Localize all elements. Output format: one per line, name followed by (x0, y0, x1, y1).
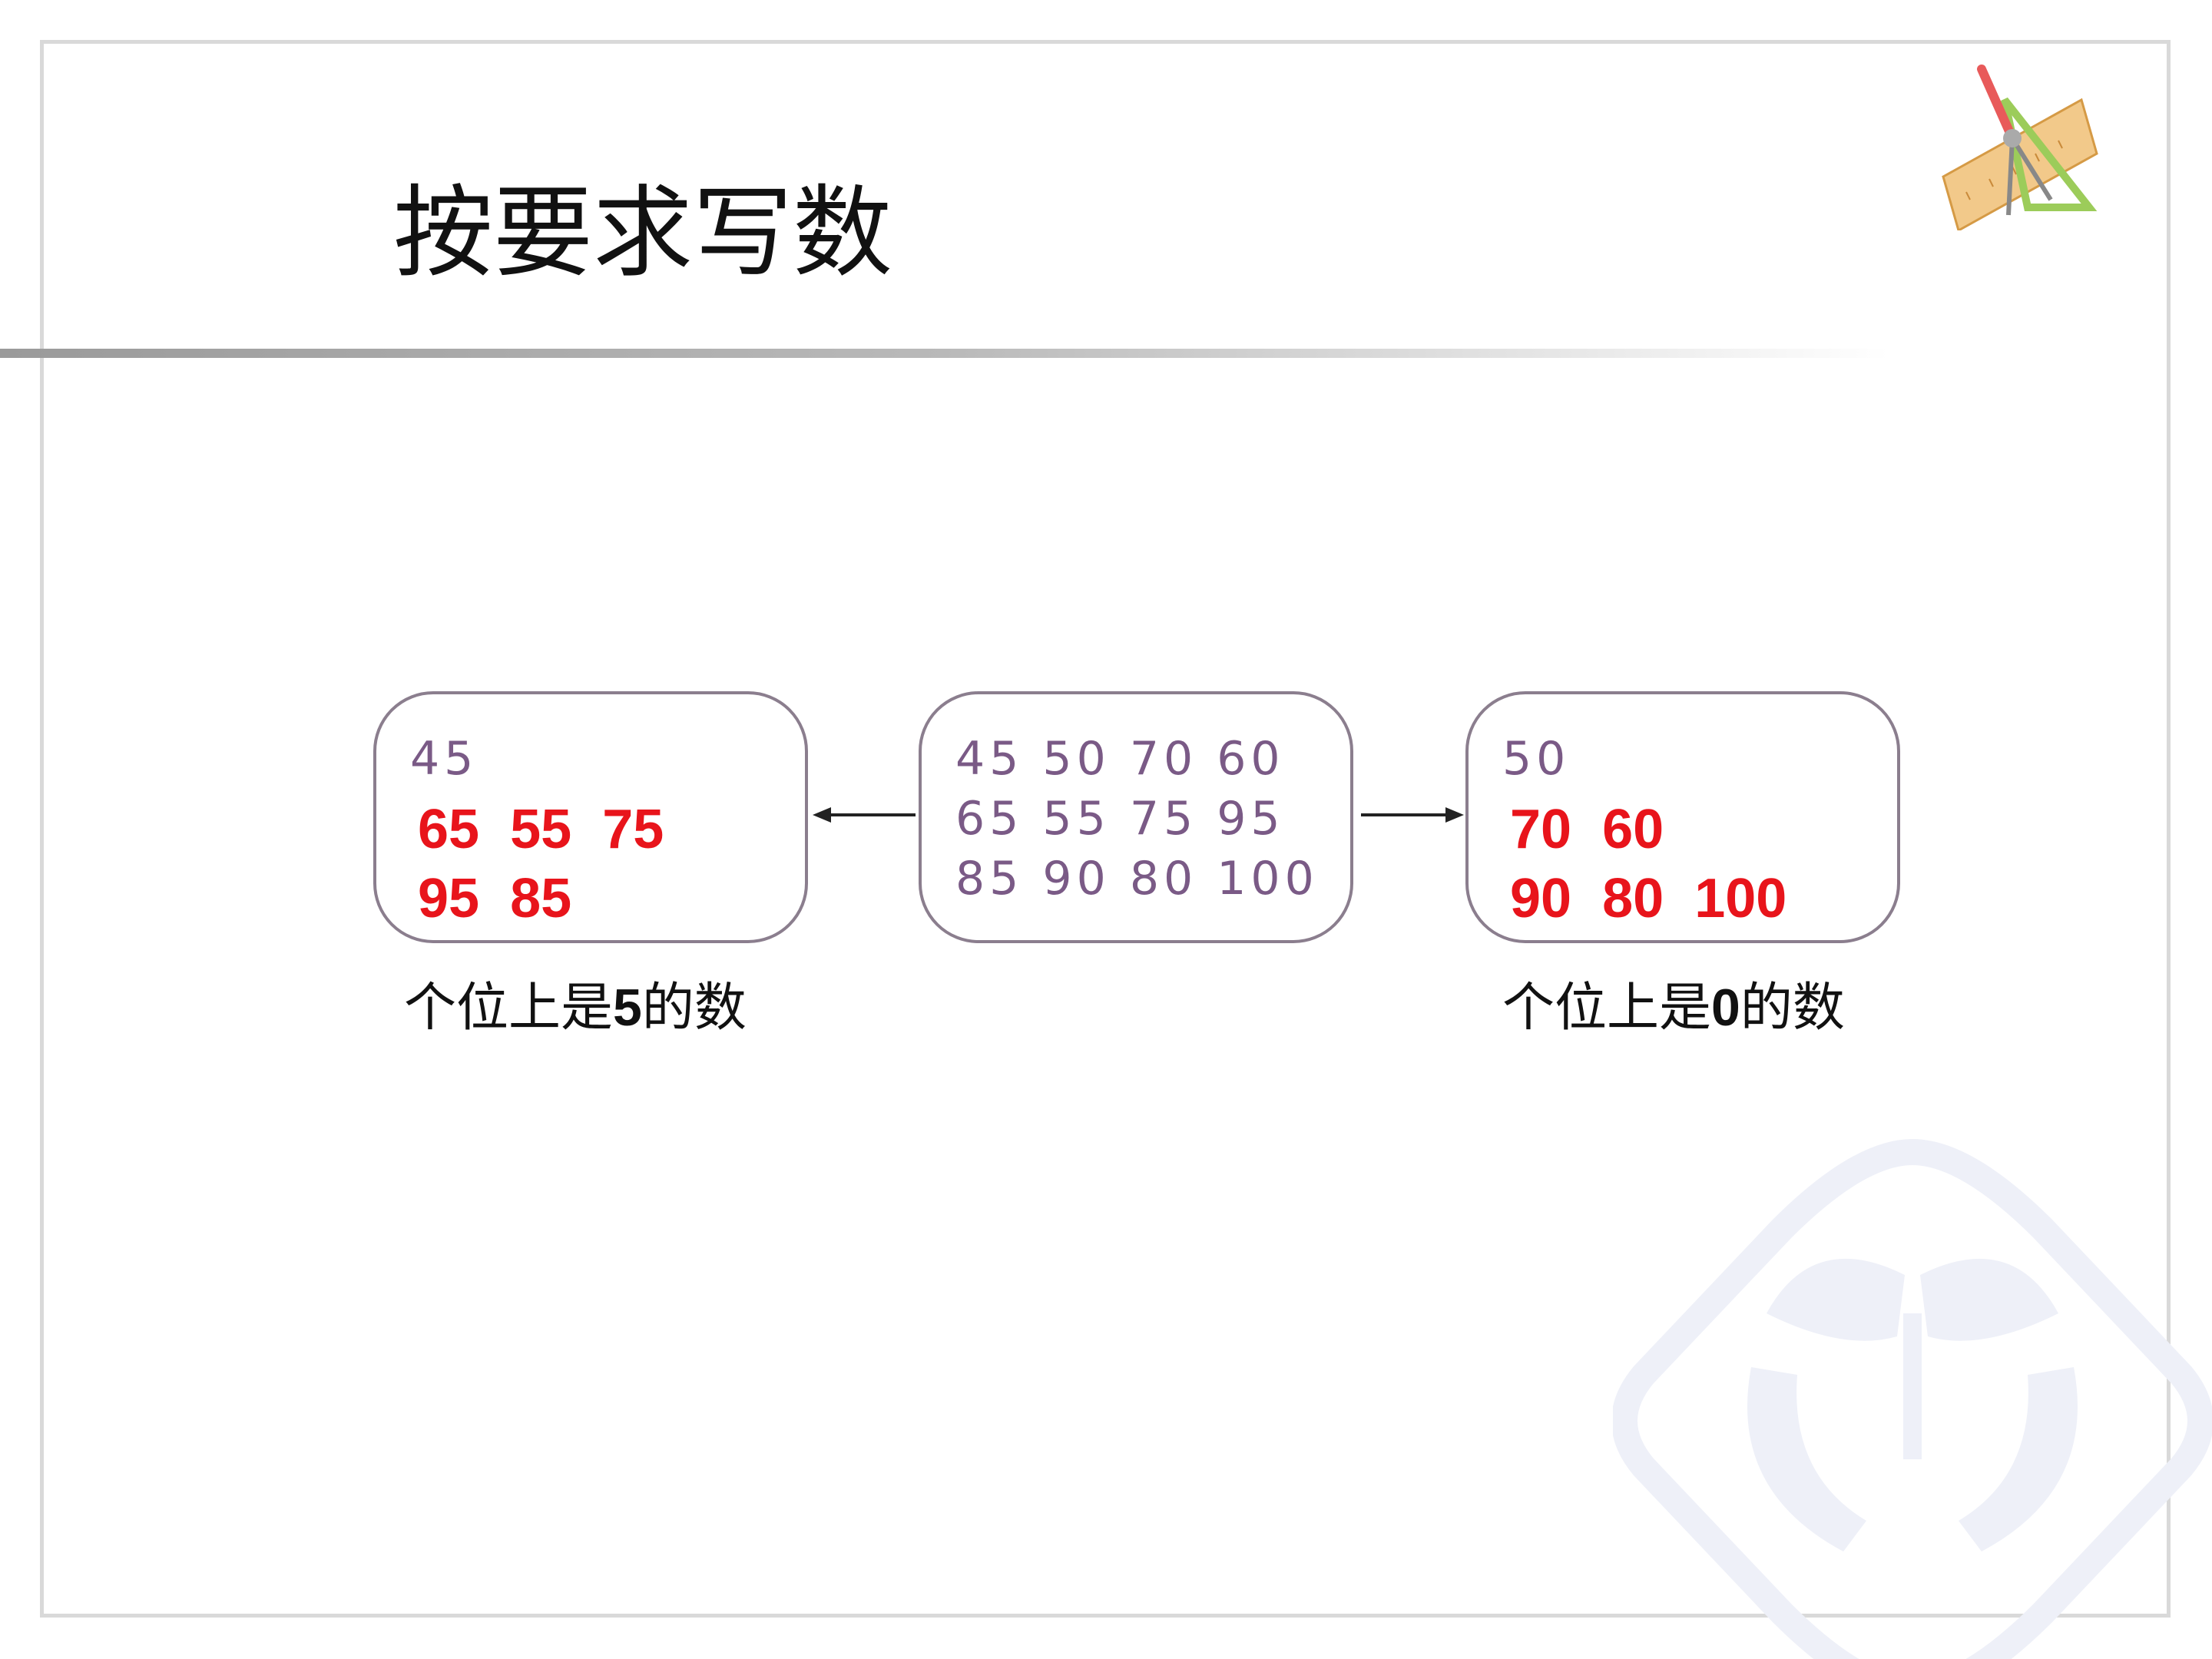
left-caption-suffix: 的数 (641, 978, 747, 1038)
left-answer-row-1: 65 55 75 (418, 799, 664, 860)
center-row-1: 45 50 70 60 (955, 732, 1285, 786)
right-given-number: 50 (1502, 732, 1571, 786)
left-answer-box: 45 65 55 75 95 85 (373, 691, 808, 943)
right-caption: 个位上是0的数 (1502, 982, 1845, 1035)
left-caption-digit: 5 (613, 979, 642, 1037)
slide-frame (40, 40, 2171, 1618)
left-answer-row-2: 95 85 (418, 868, 572, 929)
center-row-2: 65 55 75 95 (955, 792, 1285, 846)
right-arrow-icon (1361, 807, 1464, 823)
right-caption-suffix: 的数 (1740, 978, 1845, 1038)
left-caption: 个位上是5的数 (404, 982, 747, 1035)
right-answer-row-2: 90 80 100 (1510, 868, 1787, 929)
watermark-emblem-icon (1613, 1138, 2212, 1659)
page-title: 按要求写数 (393, 174, 893, 291)
right-answer-box: 50 70 60 90 80 100 (1465, 691, 1900, 943)
right-caption-prefix: 个位上是 (1502, 978, 1712, 1038)
geometry-tools-logo-icon (1942, 65, 2098, 230)
right-answer-row-1: 70 60 (1510, 799, 1664, 860)
left-given-number: 45 (410, 732, 478, 786)
center-row-3: 85 90 80 100 (955, 852, 1319, 906)
center-number-box: 45 50 70 60 65 55 75 95 85 90 80 100 (919, 691, 1353, 943)
right-caption-digit: 0 (1711, 979, 1740, 1037)
left-arrow-icon (813, 807, 916, 823)
title-underline (0, 349, 1889, 358)
left-caption-prefix: 个位上是 (404, 978, 614, 1038)
